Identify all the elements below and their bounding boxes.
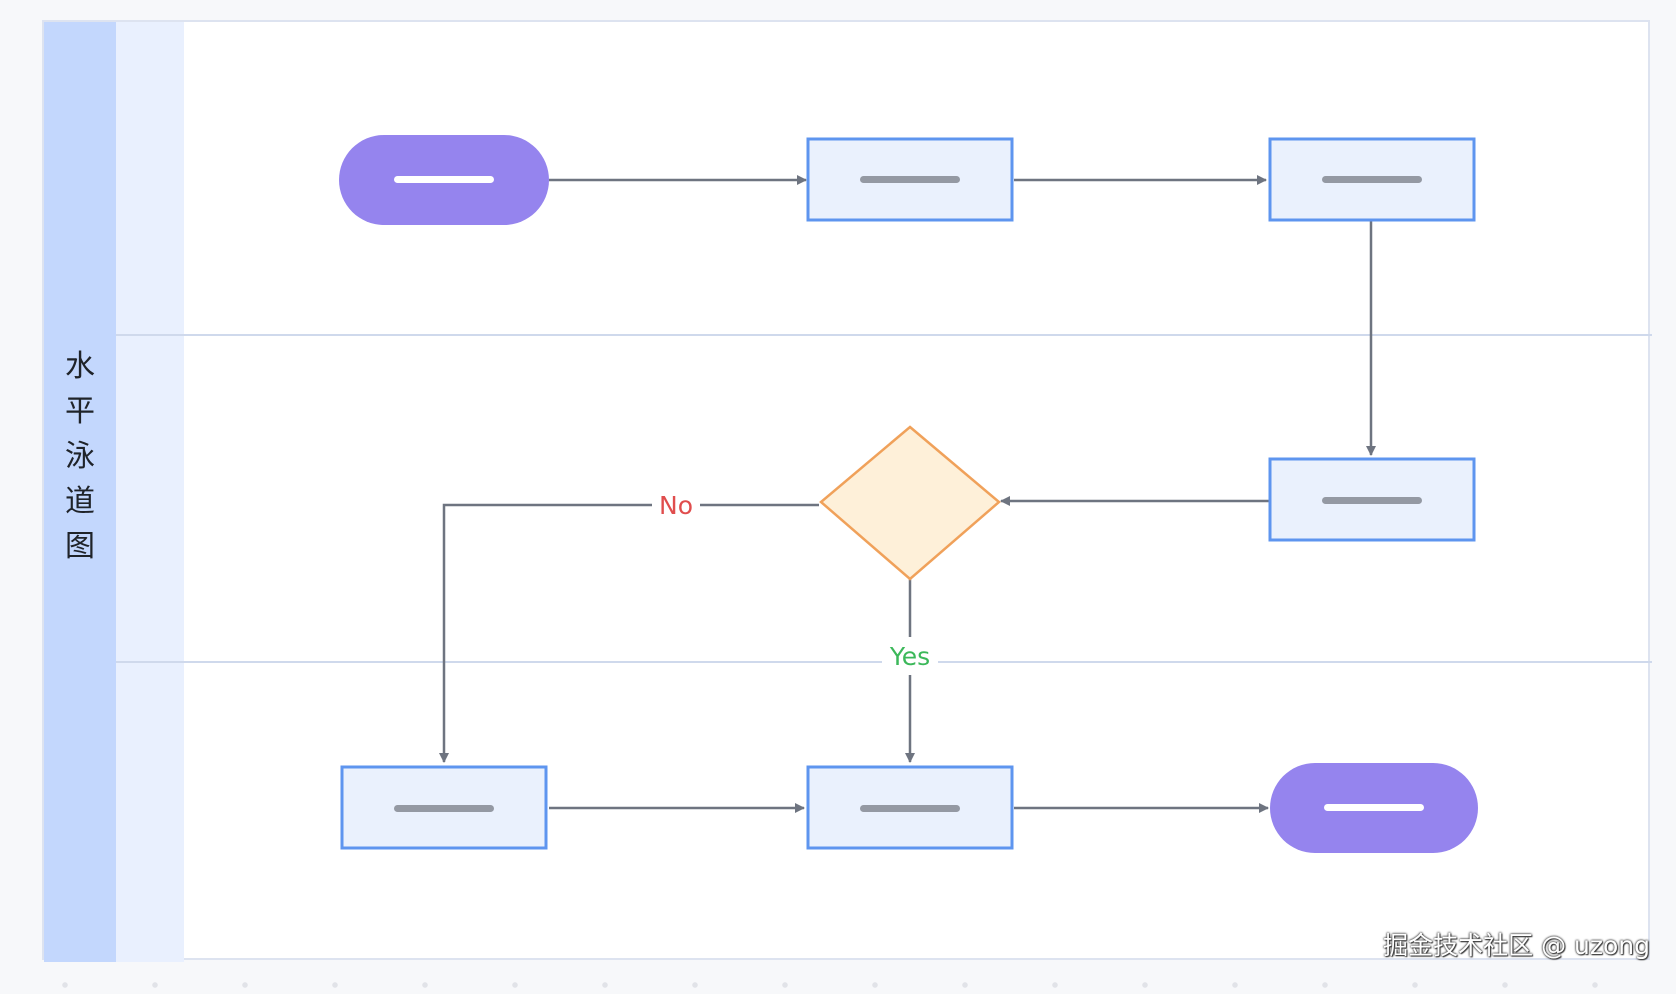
pool-title-char: 道 <box>65 484 95 519</box>
swimlane-diagram: 水平泳道图 No Yes <box>42 20 1652 962</box>
no-label-bg <box>652 486 700 524</box>
node-step-1 <box>806 137 1014 222</box>
step-1-box <box>806 137 1014 222</box>
pool-title-char: 水 <box>65 349 95 384</box>
end-label-placeholder <box>1324 804 1424 811</box>
connectors <box>439 175 1376 813</box>
edge-label-no: No <box>659 491 693 520</box>
pool-title-char: 图 <box>65 529 95 564</box>
node-end <box>1270 763 1478 853</box>
pool-title-char: 泳 <box>65 439 95 474</box>
pool-title-char: 平 <box>65 394 95 429</box>
node-start <box>339 135 549 225</box>
step-yes-label-placeholder <box>860 805 960 812</box>
node-step-no <box>340 765 548 850</box>
node-step-2 <box>1268 137 1476 222</box>
step-no-label-placeholder <box>394 805 494 812</box>
watermark: 掘金技术社区 @ uzong <box>1383 931 1650 960</box>
step-2-label-placeholder <box>1322 176 1422 183</box>
pool-title-text: 水平泳道图 <box>65 349 95 564</box>
step-1-label-placeholder <box>860 176 960 183</box>
node-step-yes <box>806 765 1014 850</box>
lane-header-strip <box>116 22 184 962</box>
step-3-label-placeholder <box>1322 497 1422 504</box>
edge-decision-no <box>439 503 819 763</box>
start-label-placeholder <box>394 176 494 183</box>
edge-label-yes: Yes <box>889 642 930 671</box>
diagram-canvas: 水平泳道图 No Yes <box>44 22 1652 962</box>
node-decision <box>819 425 1001 581</box>
node-step-3 <box>1268 457 1476 542</box>
pool-header <box>44 22 116 962</box>
decision-diamond <box>819 425 1001 581</box>
pool-title: 水平泳道图 <box>65 349 95 564</box>
yes-label-bg <box>882 637 938 675</box>
